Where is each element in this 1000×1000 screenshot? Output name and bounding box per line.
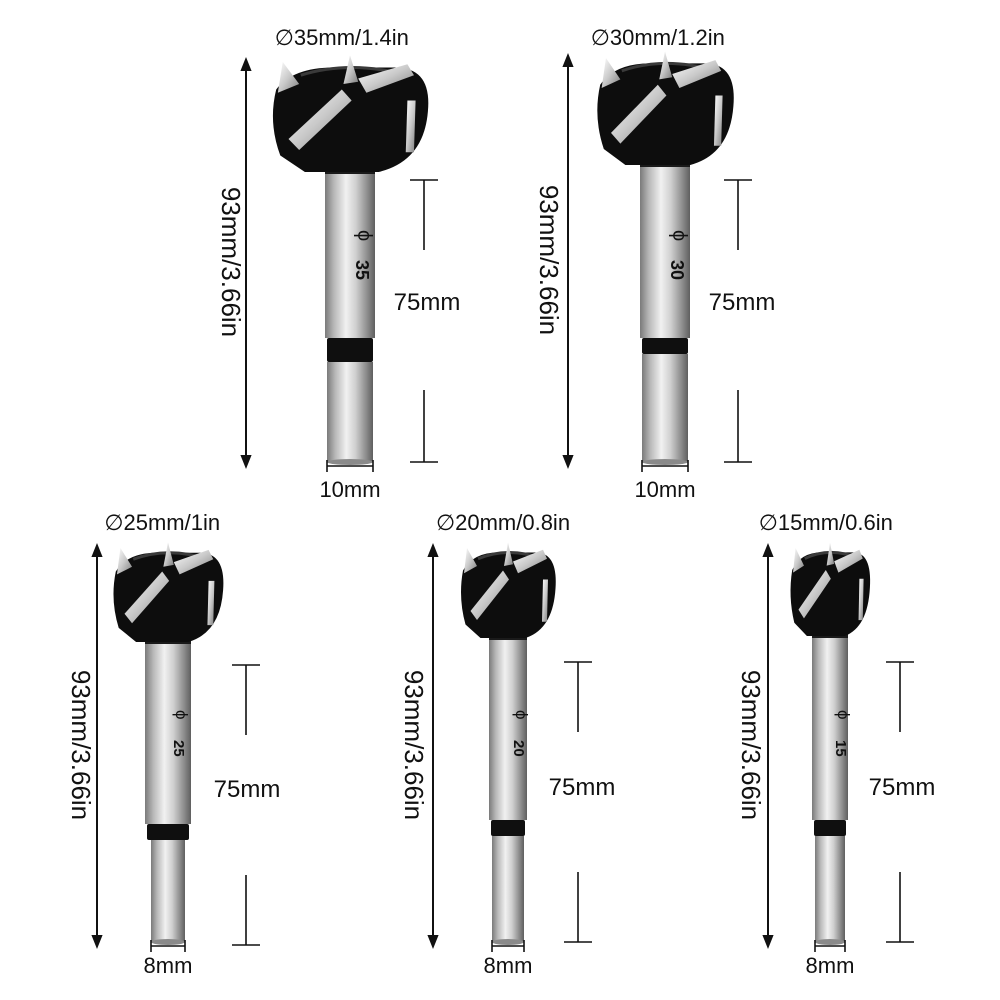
head-diameter-label: ∅15mm/0.6in [759,510,893,535]
top-blade [513,549,547,574]
shank-end [815,939,845,945]
side-blade [858,578,864,621]
center-point [504,542,513,566]
shank-lower [642,354,688,462]
shank-end [492,939,524,945]
side-blade [542,579,548,622]
diameter-symbol: ∅ [436,510,455,535]
spur-left [277,62,300,93]
phi-symbol: ϕ [172,710,191,720]
shank-upper [812,628,848,820]
head-diameter-value: 35mm/1.4in [294,25,409,50]
shank-stamp: 15 [832,740,849,757]
main-blade [611,84,667,144]
shank-length-label: 75mm [214,776,281,803]
center-point [343,55,359,84]
phi-symbol: ϕ [353,230,375,241]
top-blade [672,60,722,88]
shank-collar [327,338,373,362]
shank-end [151,939,185,945]
overall-length-label: 93mm/3.66in [399,670,429,820]
phi-symbol: ϕ [512,710,531,720]
bit-20: 20 ϕ 93mm/3.66in 75mm ∅20mm/0.8in 8mm [399,510,615,978]
spur-left [116,548,133,575]
shank-collar [642,338,688,354]
overall-length-label: 93mm/3.66in [736,670,766,820]
cutter-head [461,552,556,638]
overall-length-label: 93mm/3.66in [534,185,564,335]
spur-left [464,548,477,574]
head-diameter-value: 30mm/1.2in [610,25,725,50]
shank-lower [492,836,524,942]
shank-diameter-label: 8mm [484,953,533,978]
shank-end [642,459,688,465]
diameter-symbol: ∅ [759,510,778,535]
top-blade [173,549,214,575]
cutter-head [272,67,429,172]
shank-length-label: 75mm [394,289,461,316]
shank-length-label: 75mm [869,774,936,801]
shank-lower [815,836,845,942]
spur-left [793,548,804,573]
overall-length-label: 93mm/3.66in [66,670,96,820]
main-blade [798,570,831,619]
top-blade [834,549,863,573]
diameter-symbol: ∅ [104,510,123,535]
bit-15: 15 ϕ 93mm/3.66in 75mm ∅15mm/0.6in 8mm [736,510,935,978]
shank-collar [147,824,189,840]
main-blade [288,89,352,150]
main-blade [470,570,509,620]
center-point [826,542,835,566]
phi-symbol: ϕ [668,230,690,241]
head-diameter-label: ∅25mm/1in [104,510,220,535]
shank-end [327,459,373,465]
shank-upper [145,634,191,824]
diameter-symbol: ∅ [591,25,610,50]
head-diameter-value: 25mm/1in [123,510,220,535]
bit-30: 30 ϕ 93mm/3.66in 75mm ∅30mm/1.2in 10mm [534,25,775,502]
head-diameter-value: 15mm/0.6in [778,510,893,535]
head-diameter-value: 20mm/0.8in [455,510,570,535]
shank-stamp: 25 [170,740,187,757]
center-point [659,51,673,80]
shank-collar [491,820,525,836]
shank-lower [327,362,373,462]
shank-collar [814,820,846,836]
shank-upper [640,157,690,338]
cutter-head [790,552,871,636]
spur-left [601,58,621,88]
bit-35: 35 ϕ 93mm/3.66in 75mm ∅35mm/1.4in 10mm [216,25,460,502]
main-blade [124,571,170,624]
shank-upper [489,630,527,820]
cutter-head [113,552,224,642]
shank-diameter-label: 10mm [634,477,695,502]
shank-diameter-label: 8mm [806,953,855,978]
head-diameter-label: ∅35mm/1.4in [275,25,409,50]
shank-stamp: 20 [510,740,527,757]
overall-length-label: 93mm/3.66in [216,187,246,337]
side-blade [207,580,215,626]
diameter-symbol: ∅ [275,25,294,50]
side-blade [713,95,723,146]
center-point [163,542,174,567]
cutter-head [597,63,734,165]
shank-diameter-label: 8mm [144,953,193,978]
shank-stamp: 30 [667,260,687,280]
shank-diameter-label: 10mm [319,477,380,502]
shank-length-label: 75mm [709,289,776,316]
shank-length-label: 75mm [549,774,616,801]
top-blade [358,64,414,93]
head-diameter-label: ∅20mm/0.8in [436,510,570,535]
phi-symbol: ϕ [834,710,853,720]
shank-stamp: 35 [352,260,372,280]
side-blade [405,100,416,153]
bit-25: 25 ϕ 93mm/3.66in 75mm ∅25mm/1in 8mm [66,510,280,978]
head-diameter-label: ∅30mm/1.2in [591,25,725,50]
shank-upper [325,164,375,338]
shank-lower [151,840,185,942]
